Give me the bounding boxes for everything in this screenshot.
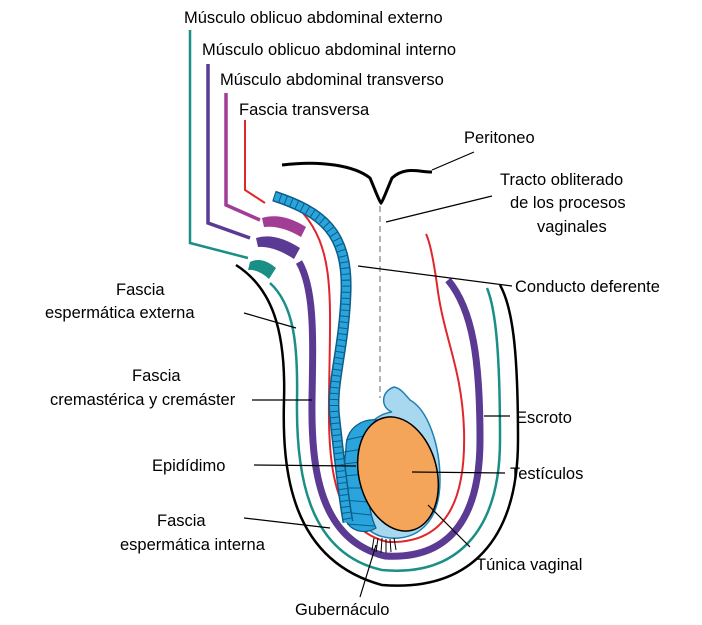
fascia-transversa-wall-line — [245, 120, 265, 203]
label-oblicuo-externo: Músculo oblicuo abdominal externo — [184, 9, 443, 27]
label-cremasterica-line1: Fascia — [132, 367, 181, 385]
leader-peritoneo — [432, 152, 474, 170]
label-fascia-interna-line1: Fascia — [157, 512, 206, 530]
label-tracto-line1: Tracto obliterado — [500, 171, 623, 189]
external-oblique-wedge — [248, 260, 276, 279]
label-fascia-interna-line2: espermática interna — [120, 536, 266, 554]
label-oblicuo-interno: Músculo oblicuo abdominal interno — [202, 41, 456, 59]
leader-tracto — [386, 196, 492, 222]
transverse-wedge — [262, 216, 306, 237]
internal-oblique-wedge — [256, 236, 300, 259]
label-tunica-vaginal: Túnica vaginal — [476, 556, 582, 574]
label-tracto-line2: de los procesos — [510, 194, 626, 212]
label-fascia-externa-line1: Fascia — [116, 281, 165, 299]
label-escroto: Escroto — [516, 409, 572, 427]
peritoneum — [282, 163, 432, 203]
label-tracto-line3: vaginales — [537, 218, 607, 236]
label-conducto-deferente: Conducto deferente — [515, 278, 660, 296]
label-cremasterica-line2: cremastérica y cremáster — [50, 391, 236, 409]
label-fascia-externa-line2: espermática externa — [45, 304, 195, 322]
label-peritoneo: Peritoneo — [464, 129, 535, 147]
external-oblique-wall-line — [190, 30, 248, 258]
label-testiculos: Testículos — [510, 465, 583, 483]
label-gubernaculo: Gubernáculo — [295, 601, 389, 619]
label-abdominal-transverso: Músculo abdominal transverso — [220, 71, 444, 89]
label-epididimo: Epidídimo — [152, 457, 225, 475]
label-fascia-transversa: Fascia transversa — [239, 101, 370, 119]
